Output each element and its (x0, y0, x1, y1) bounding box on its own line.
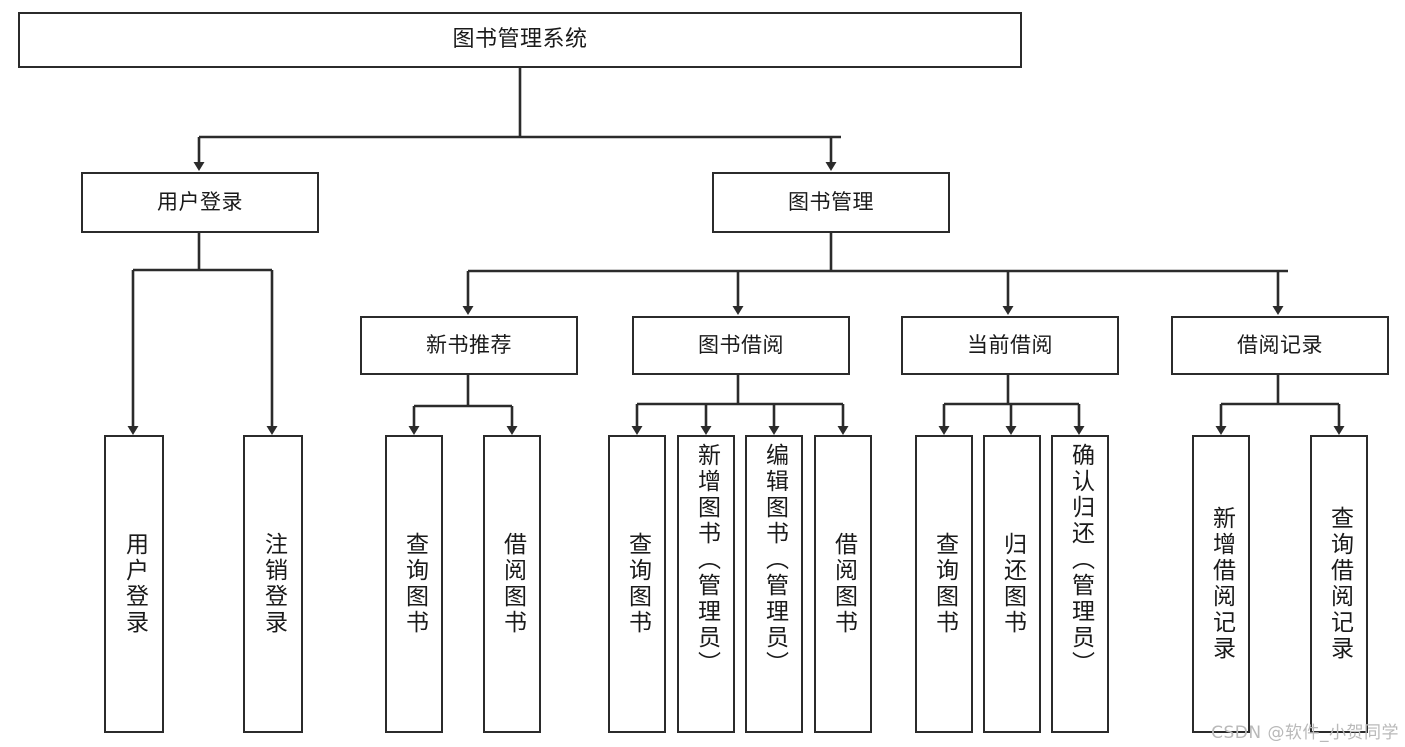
leaf-query-borrow-record[interactable]: 查询借阅记录 (1310, 435, 1368, 733)
node-user-login[interactable]: 用户登录 (81, 172, 319, 233)
node-label: 新增借阅记录 (1208, 506, 1235, 662)
node-new-book-recommend[interactable]: 新书推荐 (360, 316, 578, 375)
node-book-management[interactable]: 图书管理 (712, 172, 950, 233)
node-label: 图书管理 (788, 190, 874, 215)
node-label: 图书管理系统 (452, 27, 588, 53)
leaf-add-borrow-record[interactable]: 新增借阅记录 (1192, 435, 1250, 733)
leaf-return-book[interactable]: 归还图书 (983, 435, 1041, 733)
node-label: 归还图书 (999, 532, 1026, 636)
node-label: 用户登录 (157, 190, 243, 215)
node-label: 图书借阅 (698, 333, 784, 358)
leaf-add-book-admin[interactable]: 新增图书（管理员） (677, 435, 735, 733)
leaf-edit-book-admin[interactable]: 编辑图书（管理员） (745, 435, 803, 733)
node-label: 编辑图书（管理员） (761, 443, 788, 677)
node-label: 确认归还（管理员） (1067, 443, 1094, 677)
node-borrow-record[interactable]: 借阅记录 (1171, 316, 1389, 375)
node-label: 查询图书 (401, 532, 428, 636)
leaf-logout-login[interactable]: 注销登录 (243, 435, 303, 733)
node-label: 用户登录 (121, 532, 148, 636)
leaf-query-book-borrow[interactable]: 查询图书 (608, 435, 666, 733)
leaf-query-book-current[interactable]: 查询图书 (915, 435, 973, 733)
node-label: 查询借阅记录 (1326, 506, 1353, 662)
leaf-confirm-return-admin[interactable]: 确认归还（管理员） (1051, 435, 1109, 733)
leaf-user-login[interactable]: 用户登录 (104, 435, 164, 733)
node-label: 借阅记录 (1237, 333, 1323, 358)
leaf-borrow-book-recommend[interactable]: 借阅图书 (483, 435, 541, 733)
node-label: 借阅图书 (830, 532, 857, 636)
csdn-watermark: CSDN @软件_小贺同学 (1211, 723, 1399, 743)
node-label: 查询图书 (624, 532, 651, 636)
node-book-borrow[interactable]: 图书借阅 (632, 316, 850, 375)
node-root-system[interactable]: 图书管理系统 (18, 12, 1022, 68)
node-label: 查询图书 (931, 532, 958, 636)
node-current-borrow[interactable]: 当前借阅 (901, 316, 1119, 375)
node-label: 借阅图书 (499, 532, 526, 636)
node-label: 当前借阅 (967, 333, 1053, 358)
leaf-query-book-recommend[interactable]: 查询图书 (385, 435, 443, 733)
leaf-borrow-book[interactable]: 借阅图书 (814, 435, 872, 733)
node-label: 新增图书（管理员） (693, 443, 720, 677)
node-label: 注销登录 (260, 532, 287, 636)
node-label: 新书推荐 (426, 333, 512, 358)
